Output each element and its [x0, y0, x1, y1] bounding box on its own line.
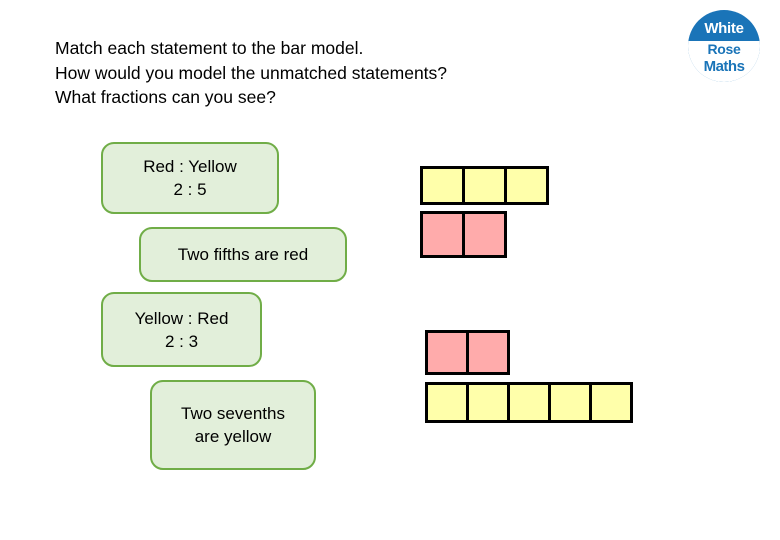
- statement-card-two-sevenths-are-yellow[interactable]: Two sevenths are yellow: [150, 380, 316, 470]
- instruction-line-2: How would you model the unmatched statem…: [55, 62, 448, 83]
- white-rose-maths-logo: White Rose Maths: [688, 10, 760, 82]
- logo-text-rose: Rose: [707, 41, 741, 57]
- statement-line: are yellow: [194, 427, 272, 446]
- logo-lower-half: [688, 41, 760, 82]
- statement-line: Yellow : Red: [134, 308, 229, 328]
- instruction-text: Match each statement to the bar model. H…: [55, 36, 655, 110]
- bar-cell-yellow: [504, 166, 549, 205]
- bar-cell-yellow: [420, 166, 465, 205]
- logo-circle: [688, 10, 760, 82]
- logo-text-white: White: [704, 20, 744, 37]
- bar-cell-red: [466, 330, 510, 375]
- bar-model-a-red-row: [420, 211, 507, 258]
- bar-model-b-yellow-row: [425, 382, 633, 423]
- bar-cell-yellow: [507, 382, 551, 423]
- instruction-line-3: What fractions can you see?: [55, 87, 276, 107]
- statement-line: 2 : 3: [164, 331, 199, 351]
- bar-cell-yellow: [466, 382, 510, 423]
- bar-cell-yellow: [589, 382, 633, 423]
- bar-cell-yellow: [425, 382, 469, 423]
- logo-text-maths: Maths: [703, 58, 745, 75]
- bar-model-a-yellow-row: [420, 166, 549, 205]
- statement-line: Red : Yellow: [143, 157, 237, 176]
- statement-card-two-fifths-are-red[interactable]: Two fifths are red: [139, 227, 347, 282]
- bar-cell-yellow: [462, 166, 507, 205]
- bar-model-b-red-row: [425, 330, 510, 375]
- statement-card-yellow-red-2-3[interactable]: Yellow : Red 2 : 3: [101, 292, 262, 367]
- bar-cell-red: [462, 211, 507, 258]
- bar-cell-red: [420, 211, 465, 258]
- bar-cell-red: [425, 330, 469, 375]
- instruction-line-1: Match each statement to the bar model.: [55, 38, 364, 58]
- statement-line: 2 : 5: [173, 180, 207, 199]
- statement-card-red-yellow-2-5[interactable]: Red : Yellow 2 : 5: [101, 142, 279, 214]
- statement-line: Two sevenths: [181, 404, 285, 423]
- bar-cell-yellow: [548, 382, 592, 423]
- statement-line: Two fifths are red: [177, 245, 309, 264]
